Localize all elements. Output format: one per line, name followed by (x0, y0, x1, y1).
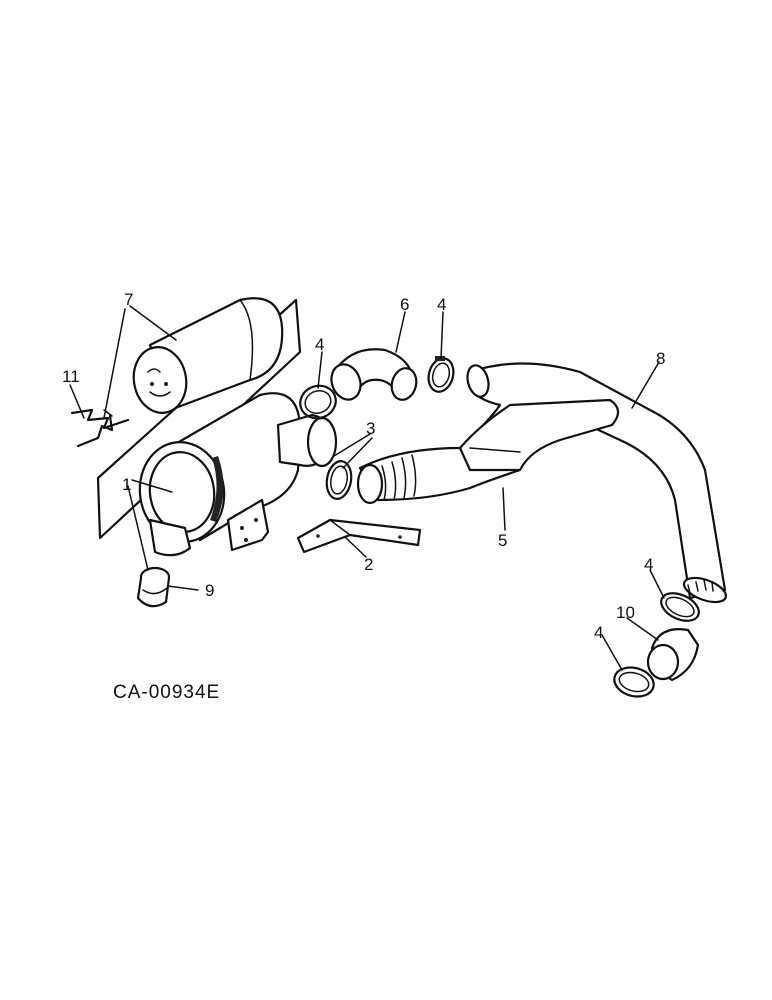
dust-valve (136, 566, 171, 608)
hose-clamp-upper-left (299, 384, 337, 420)
callout-10: 10 (616, 603, 635, 622)
hose-clamp-lower-right (660, 592, 700, 622)
callout-7: 7 (124, 290, 133, 309)
drawing-code: CA-00934E (113, 682, 220, 703)
hose-clamp-bottom (613, 666, 655, 698)
callout-6: 6 (400, 295, 409, 314)
callout-4-upper-left: 4 (315, 335, 324, 354)
filter-element (132, 297, 284, 414)
elbow-hose (330, 348, 418, 401)
air-cleaner-housing (138, 392, 338, 557)
callout-4-top: 4 (437, 295, 446, 314)
hose-clamp-top (427, 356, 455, 393)
small-elbow-hose (646, 628, 700, 682)
callout-11: 11 (62, 367, 80, 386)
leader-lines (69, 305, 665, 671)
callout-8: 8 (656, 349, 665, 368)
y-duct (458, 362, 728, 604)
spring-clip (70, 408, 130, 448)
support-bracket (296, 518, 422, 554)
callout-3: 3 (366, 419, 375, 438)
callout-2: 2 (364, 555, 373, 574)
callout-1: 1 (122, 475, 131, 494)
callout-4-bottom: 4 (594, 623, 603, 642)
callout-9: 9 (205, 581, 214, 600)
clamp-ring (325, 460, 353, 500)
callout-4-lower-right: 4 (644, 555, 653, 574)
callout-5: 5 (498, 531, 507, 550)
